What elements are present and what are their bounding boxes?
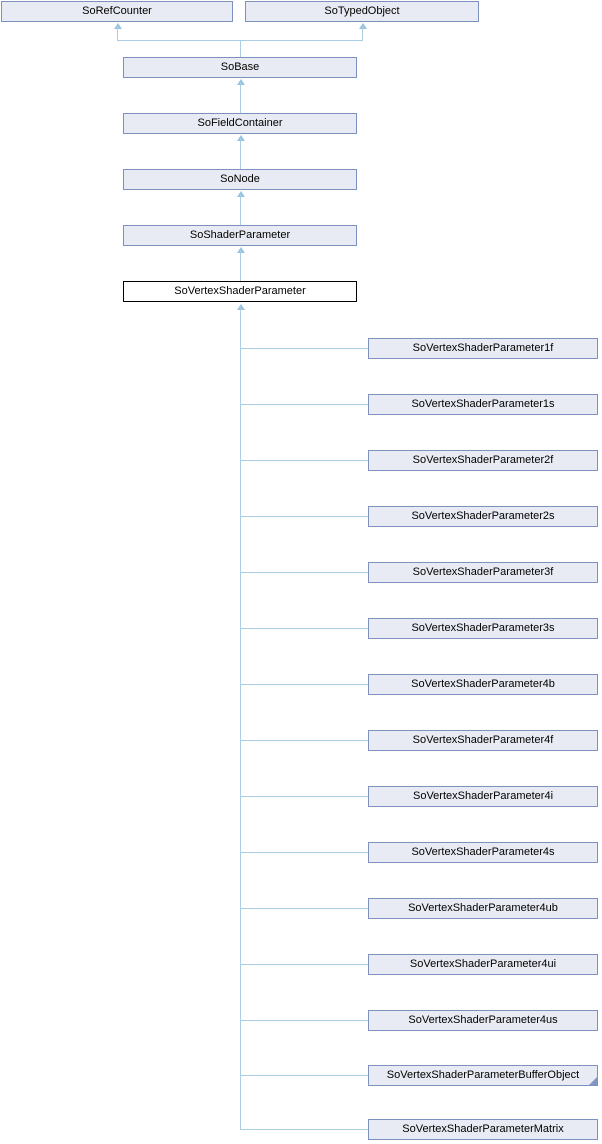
class-node-label: SoVertexShaderParameter1f	[412, 342, 554, 354]
arrowhead-up-icon	[237, 247, 245, 253]
class-node-label: SoVertexShaderParameter1s	[411, 398, 555, 410]
class-node-label: SoVertexShaderParameter	[174, 285, 306, 297]
class-node-SoVertexShaderParameter4b[interactable]: SoVertexShaderParameter4b	[368, 674, 598, 695]
class-node-SoVertexShaderParameter4s[interactable]: SoVertexShaderParameter4s	[368, 842, 598, 863]
inheritance-edge-line	[240, 1075, 368, 1076]
class-node-label: SoVertexShaderParameterMatrix	[402, 1123, 564, 1135]
arrowhead-up-icon	[237, 191, 245, 197]
class-node-label: SoVertexShaderParameter4us	[408, 1014, 558, 1026]
inheritance-edge-line	[240, 516, 368, 517]
class-node-label: SoVertexShaderParameter4ui	[409, 958, 557, 970]
inheritance-edge-line	[240, 1020, 368, 1021]
class-node-label: SoTypedObject	[324, 5, 400, 17]
class-node-SoVertexShaderParameter4ub[interactable]: SoVertexShaderParameter4ub	[368, 898, 598, 919]
inheritance-edge-line	[240, 852, 368, 853]
inheritance-edge-line	[240, 194, 241, 225]
clipped-corner-icon	[589, 1077, 597, 1085]
inheritance-edge-line	[240, 40, 241, 57]
inheritance-edge-line	[240, 1129, 368, 1130]
inheritance-edge-line	[240, 82, 241, 113]
class-node-label: SoVertexShaderParameter4b	[411, 678, 555, 690]
arrowhead-up-icon	[114, 23, 122, 29]
class-node-SoVertexShaderParameter2f[interactable]: SoVertexShaderParameter2f	[368, 450, 598, 471]
class-node-SoVertexShaderParameter4ui[interactable]: SoVertexShaderParameter4ui	[368, 954, 598, 975]
inheritance-edge-line	[240, 740, 368, 741]
class-node-SoTypedObject[interactable]: SoTypedObject	[245, 1, 479, 22]
class-node-SoVertexShaderParameter4us[interactable]: SoVertexShaderParameter4us	[368, 1010, 598, 1031]
inheritance-edge-line	[240, 908, 368, 909]
class-node-SoVertexShaderParameter1s[interactable]: SoVertexShaderParameter1s	[368, 394, 598, 415]
class-node-label: SoVertexShaderParameter4ub	[408, 902, 558, 914]
inheritance-edge-line	[362, 26, 363, 40]
class-node-label: SoVertexShaderParameter3s	[411, 622, 555, 634]
inheritance-edge-line	[240, 684, 368, 685]
arrowhead-up-icon	[237, 304, 245, 310]
class-node-SoVertexShaderParameterMatrix[interactable]: SoVertexShaderParameterMatrix	[368, 1119, 598, 1140]
class-node-SoVertexShaderParameter4f[interactable]: SoVertexShaderParameter4f	[368, 730, 598, 751]
inheritance-edge-line	[240, 250, 241, 281]
class-node-SoNode[interactable]: SoNode	[123, 169, 357, 190]
inheritance-edge-line	[240, 964, 368, 965]
class-node-label: SoVertexShaderParameter4s	[411, 846, 555, 858]
class-node-SoVertexShaderParameter: SoVertexShaderParameter	[123, 281, 357, 302]
class-node-SoVertexShaderParameter3f[interactable]: SoVertexShaderParameter3f	[368, 562, 598, 583]
class-node-label: SoVertexShaderParameter3f	[412, 566, 554, 578]
class-node-SoShaderParameter[interactable]: SoShaderParameter	[123, 225, 357, 246]
inheritance-edge-line	[240, 796, 368, 797]
class-node-SoRefCounter[interactable]: SoRefCounter	[1, 1, 233, 22]
class-node-label: SoFieldContainer	[197, 117, 283, 129]
inheritance-edge-line	[240, 138, 241, 169]
inheritance-edge-line	[240, 460, 368, 461]
inheritance-edge-line	[240, 348, 368, 349]
class-node-label: SoNode	[220, 173, 260, 185]
class-node-SoVertexShaderParameterBufferObject[interactable]: SoVertexShaderParameterBufferObject	[368, 1065, 598, 1086]
inheritance-edge-line	[240, 307, 241, 1130]
class-node-SoVertexShaderParameter3s[interactable]: SoVertexShaderParameter3s	[368, 618, 598, 639]
class-node-label: SoVertexShaderParameter4f	[412, 734, 554, 746]
class-node-label: SoBase	[220, 61, 260, 73]
arrowhead-up-icon	[237, 135, 245, 141]
class-node-label: SoVertexShaderParameter2s	[411, 510, 555, 522]
arrowhead-up-icon	[359, 23, 367, 29]
class-node-SoVertexShaderParameter1f[interactable]: SoVertexShaderParameter1f	[368, 338, 598, 359]
class-node-label: SoShaderParameter	[189, 229, 291, 241]
class-node-label: SoVertexShaderParameter4i	[412, 790, 554, 802]
inheritance-edge-line	[240, 404, 368, 405]
class-node-label: SoVertexShaderParameterBufferObject	[386, 1069, 580, 1081]
class-node-SoFieldContainer[interactable]: SoFieldContainer	[123, 113, 357, 134]
class-node-label: SoRefCounter	[82, 5, 152, 17]
class-node-SoVertexShaderParameter2s[interactable]: SoVertexShaderParameter2s	[368, 506, 598, 527]
class-node-label: SoVertexShaderParameter2f	[412, 454, 554, 466]
inheritance-edge-line	[117, 26, 118, 40]
class-node-SoBase[interactable]: SoBase	[123, 57, 357, 78]
class-node-SoVertexShaderParameter4i[interactable]: SoVertexShaderParameter4i	[368, 786, 598, 807]
inheritance-edge-line	[240, 572, 368, 573]
arrowhead-up-icon	[237, 79, 245, 85]
inheritance-edge-line	[240, 628, 368, 629]
